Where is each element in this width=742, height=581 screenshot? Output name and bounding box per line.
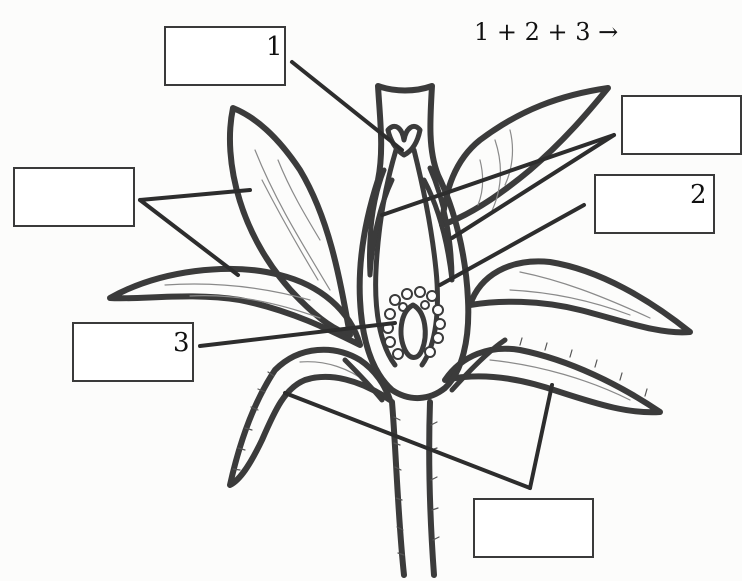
answer-box-top-right[interactable] xyxy=(621,95,742,155)
leader-left-a xyxy=(140,190,250,200)
answer-box-left[interactable] xyxy=(13,167,135,227)
stem xyxy=(392,402,434,575)
leader-bottom-b xyxy=(530,385,552,488)
answer-box-bottom-right[interactable] xyxy=(473,498,594,558)
label-3: 3 xyxy=(173,330,190,356)
label-2: 2 xyxy=(690,182,707,208)
leader-bottom-a xyxy=(285,393,530,488)
sepal-right xyxy=(445,349,660,413)
leader-right-b xyxy=(452,135,614,238)
sepal-left xyxy=(230,350,390,485)
leader-1 xyxy=(292,62,402,150)
placenta xyxy=(401,305,425,358)
leader-right-a xyxy=(382,135,614,215)
label-1: 1 xyxy=(266,34,283,60)
petal-lower-right xyxy=(470,261,690,332)
leader-left-b xyxy=(140,200,238,275)
formula-text: 1 + 2 + 3 → xyxy=(474,20,618,44)
